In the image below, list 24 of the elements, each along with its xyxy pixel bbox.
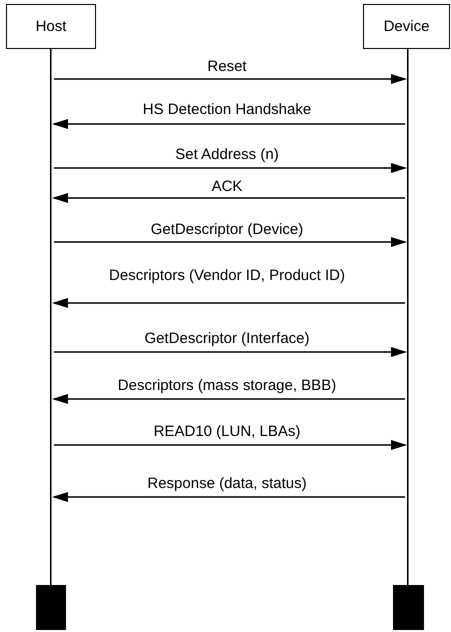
lifeline: [48, 49, 54, 585]
message-label: Descriptors (mass storage, BBB): [116, 378, 338, 394]
message-arrow: [52, 193, 405, 203]
message-arrow: [54, 440, 407, 450]
message-arrow: [54, 74, 407, 84]
message-arrow: [54, 347, 407, 357]
message-arrow: [52, 492, 405, 502]
message-arrow: [54, 163, 407, 173]
participant-name: Device: [384, 18, 430, 35]
participant-box: [363, 4, 450, 49]
message-label: READ10 (LUN, LBAs): [152, 424, 302, 440]
message-label: Descriptors (Vendor ID, Product ID): [107, 268, 347, 284]
message-label: Set Address (n): [173, 147, 281, 163]
message-arrow: [52, 119, 405, 129]
activation-bar: [36, 585, 66, 630]
participant-name: Host: [36, 18, 66, 35]
participant-box: [6, 4, 96, 49]
message-label: GetDescriptor (Interface): [142, 331, 312, 347]
message-arrow: [52, 298, 405, 308]
lifeline: [405, 49, 411, 585]
message-arrow: [52, 394, 405, 404]
activation-bar: [393, 585, 424, 630]
message-arrow: [54, 237, 407, 247]
message-label: GetDescriptor (Device): [148, 222, 306, 238]
